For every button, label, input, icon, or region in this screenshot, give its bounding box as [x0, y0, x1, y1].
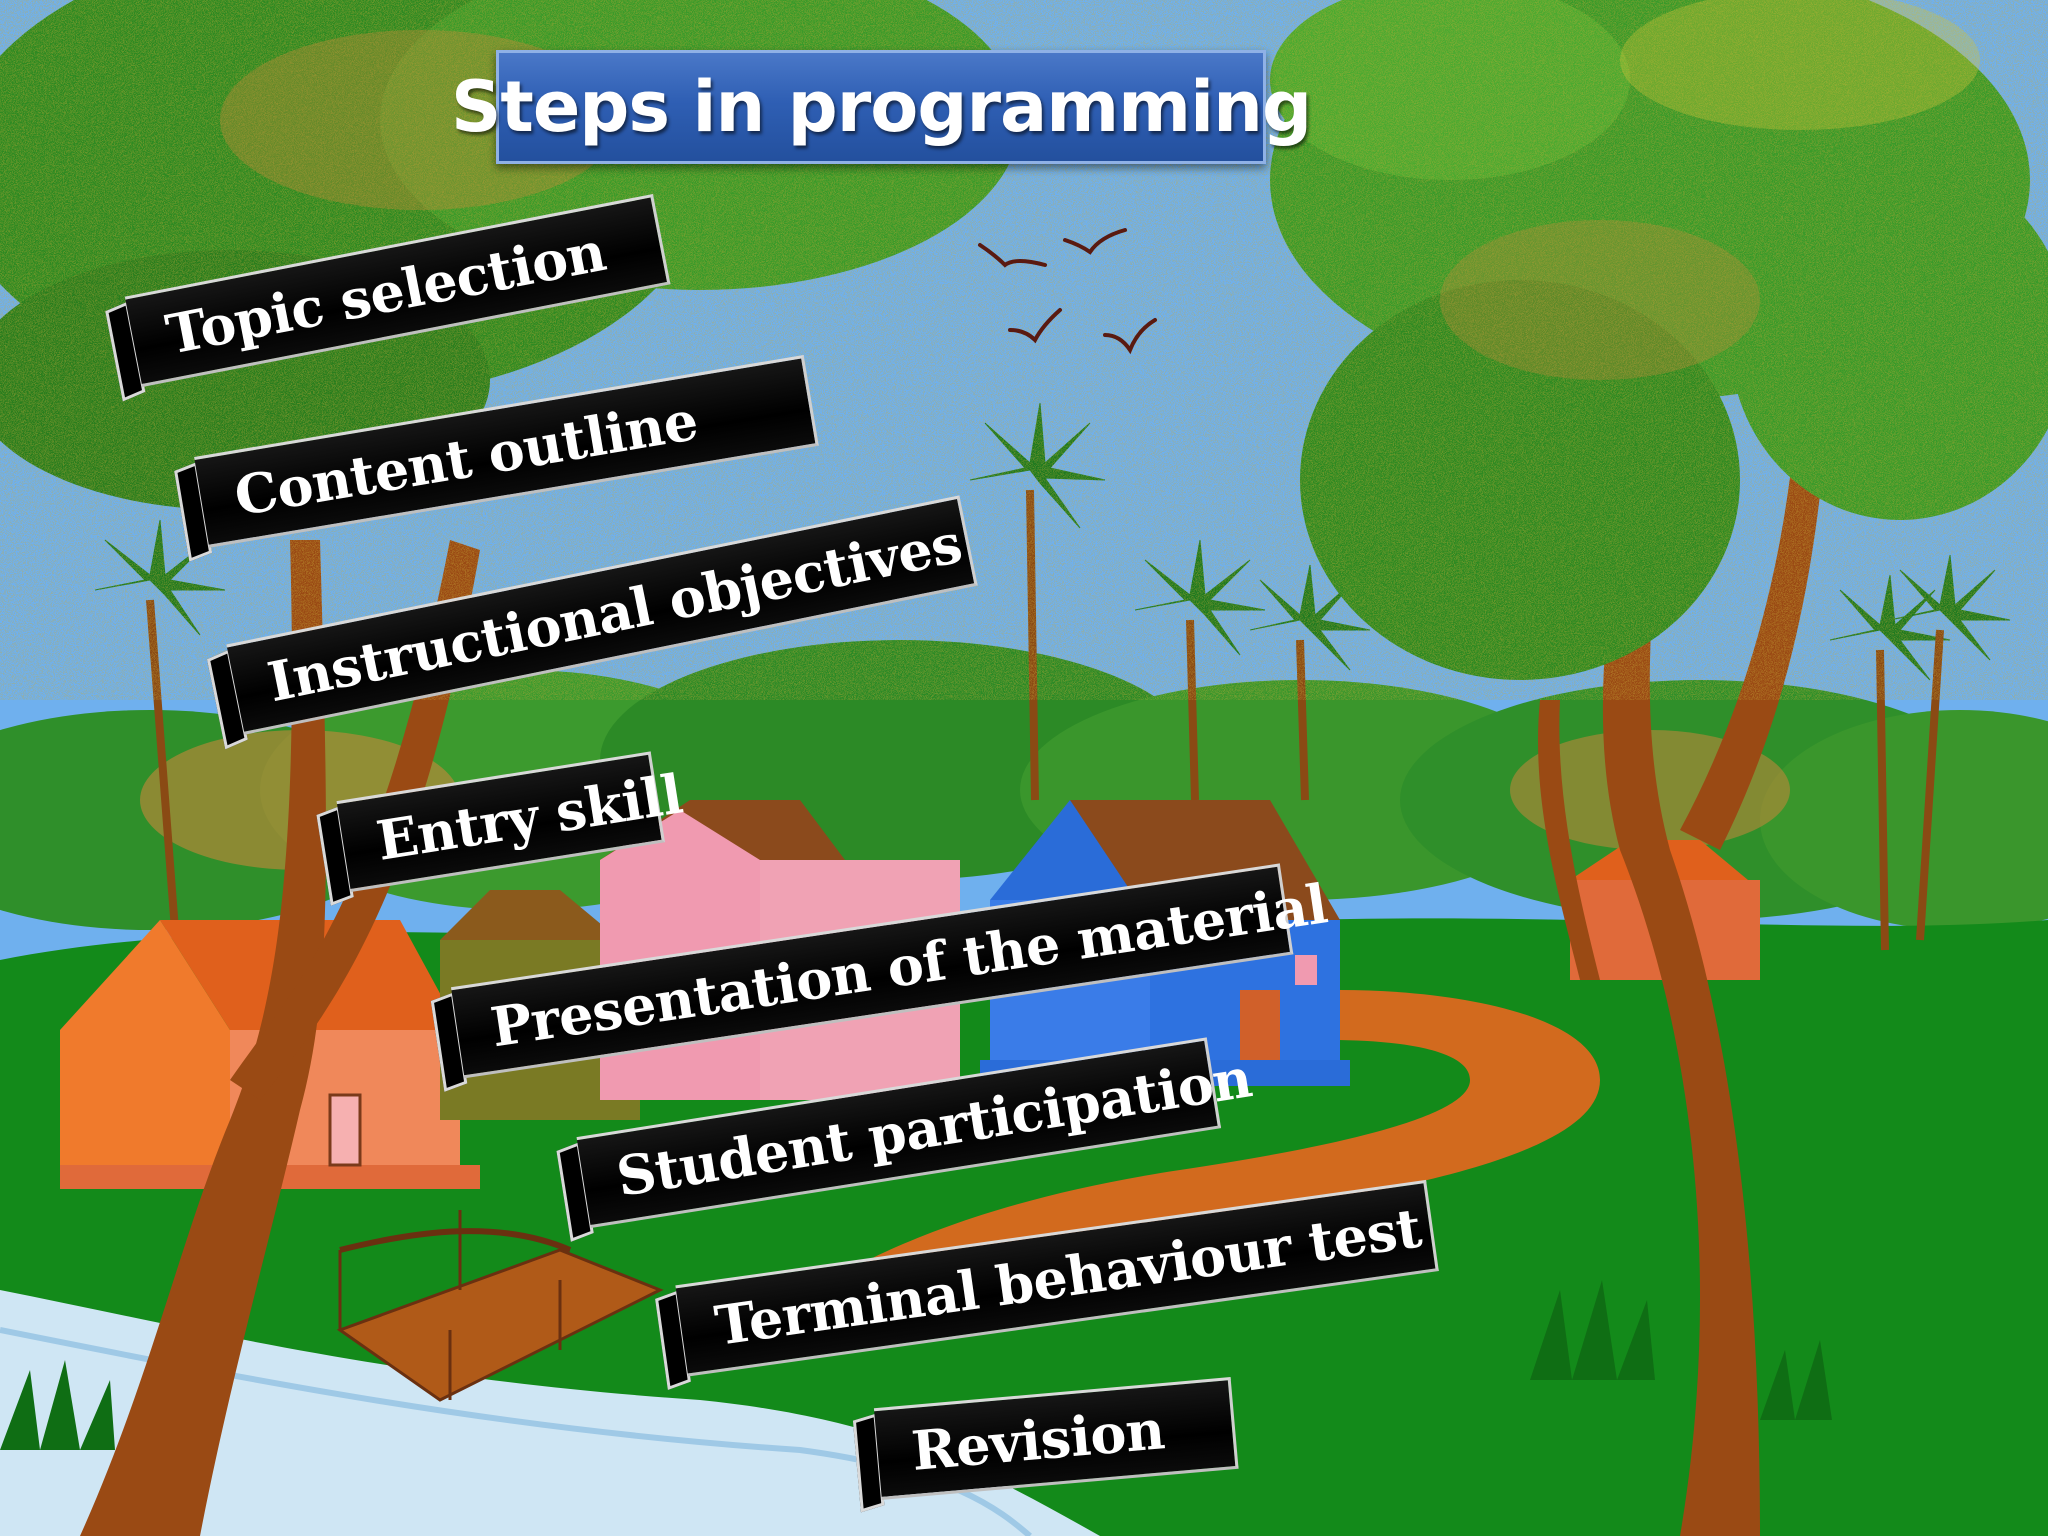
slide-title: Steps in programming [450, 66, 1312, 148]
wooden-bridge [336, 1210, 664, 1402]
title-banner: Steps in programming [451, 50, 1312, 164]
grass-tufts [0, 1280, 1832, 1450]
river [0, 1290, 1100, 1536]
step-label: Revision [908, 1397, 1167, 1483]
birds [978, 228, 1157, 355]
